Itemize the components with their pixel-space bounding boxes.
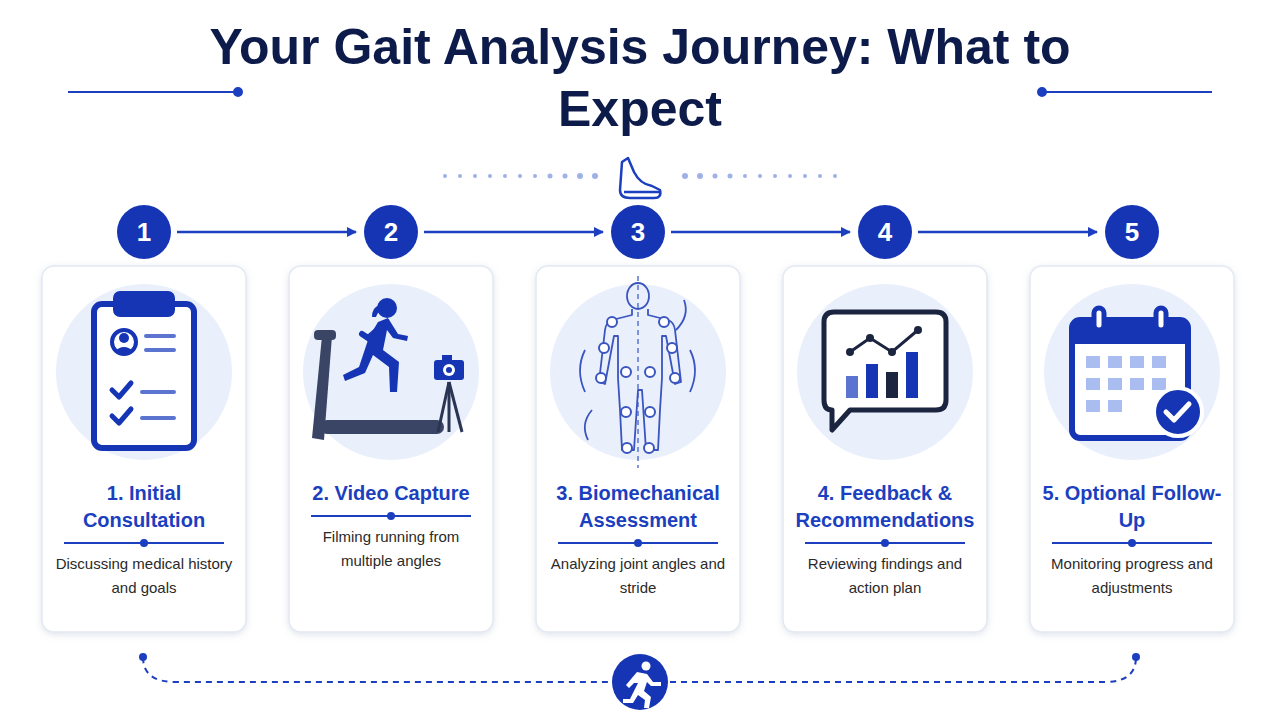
divider-dot xyxy=(634,539,642,547)
step-number: 5 xyxy=(1125,217,1139,248)
divider-line xyxy=(1052,542,1212,544)
step-heading: 3. Biomechanical Assessment xyxy=(546,480,730,534)
step-number: 2 xyxy=(384,217,398,248)
step-card: 3. Biomechanical AssessmentAnalyzing joi… xyxy=(536,266,740,632)
divider-line xyxy=(558,542,718,544)
step-heading: 1. Initial Consultation xyxy=(52,480,236,534)
divider-line xyxy=(805,542,965,544)
step-description: Discussing medical history and goals xyxy=(52,552,236,600)
diagram-title: Your Gait Analysis Journey: What to Expe… xyxy=(200,16,1080,140)
divider-dot xyxy=(881,539,889,547)
divider-line xyxy=(64,542,224,544)
step-number-circle: 4 xyxy=(858,205,912,259)
step-number-circle: 1 xyxy=(117,205,171,259)
step-card: 4. Feedback & RecommendationsReviewing f… xyxy=(783,266,987,632)
divider-dot xyxy=(387,512,395,520)
step-description: Analyzing joint angles and stride xyxy=(546,552,730,600)
divider-dot xyxy=(140,539,148,547)
step-number: 3 xyxy=(631,217,645,248)
flow-arrow xyxy=(918,231,1097,234)
step-number-circle: 5 xyxy=(1105,205,1159,259)
divider-line xyxy=(311,515,471,517)
step-heading: 2. Video Capture xyxy=(312,480,469,507)
step-number-circle: 3 xyxy=(611,205,665,259)
flow-arrow xyxy=(424,231,603,234)
step-card: 5. Optional Follow-UpMonitoring progress… xyxy=(1030,266,1234,632)
step-heading: 5. Optional Follow-Up xyxy=(1040,480,1224,534)
step-description: Monitoring progress and adjustments xyxy=(1040,552,1224,600)
step-number: 4 xyxy=(878,217,892,248)
step-number-circle: 2 xyxy=(364,205,418,259)
step-heading: 4. Feedback & Recommendations xyxy=(793,480,977,534)
divider-dot xyxy=(1128,539,1136,547)
flow-arrow xyxy=(177,231,356,234)
step-description: Reviewing findings and action plan xyxy=(793,552,977,600)
step-description: Filming running from multiple angles xyxy=(299,525,483,573)
step-card: 1. Initial ConsultationDiscussing medica… xyxy=(42,266,246,632)
step-card: 2. Video CaptureFilming running from mul… xyxy=(289,266,493,632)
step-number: 1 xyxy=(137,217,151,248)
flow-arrow xyxy=(671,231,850,234)
